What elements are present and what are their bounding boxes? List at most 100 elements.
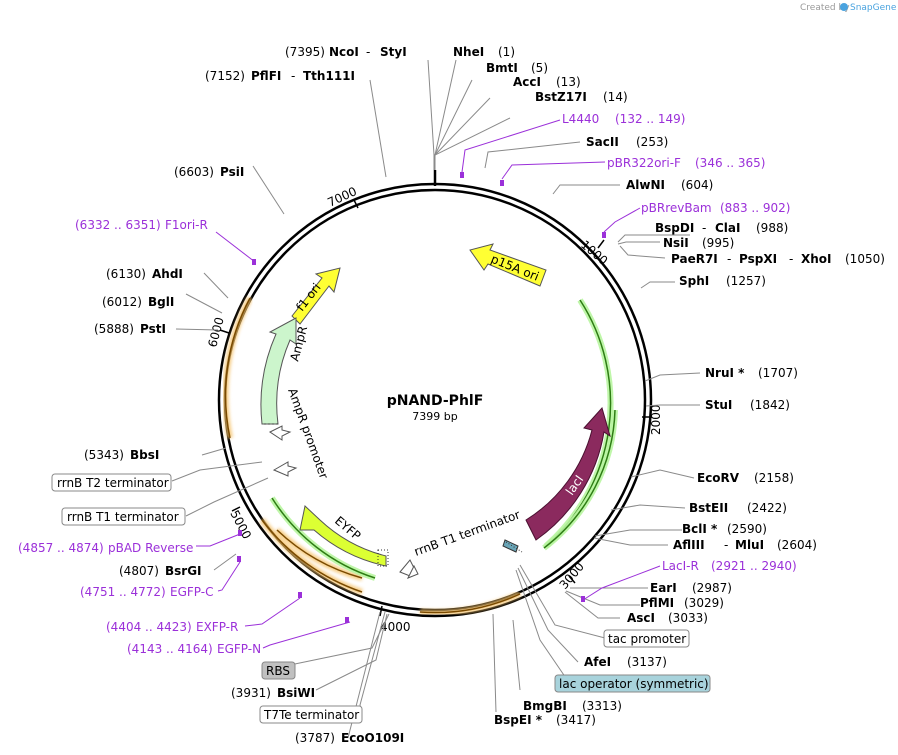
plasmid-size: 7399 bp	[412, 410, 457, 423]
enzyme-eari[interactable]: EarI	[650, 581, 677, 595]
primer-range: (4751 .. 4772)	[80, 585, 166, 599]
orange-feature-arcs	[222, 296, 522, 616]
plasmid-name: pNAND-PhlF	[387, 393, 484, 409]
enzyme-styi[interactable]: StyI	[380, 45, 407, 59]
enzyme-pos: (604)	[681, 178, 713, 192]
enzyme-ncoi[interactable]: NcoI	[329, 45, 359, 59]
enzyme-ahdi[interactable]: AhdI	[152, 267, 183, 281]
enzyme-psti[interactable]: PstI	[140, 322, 166, 336]
enzyme-pflfi[interactable]: PflFI	[251, 69, 281, 83]
enzyme-pos: (2158)	[754, 471, 794, 485]
ampr-arrow[interactable]	[260, 317, 297, 425]
tac-promoter-box[interactable]	[603, 629, 690, 648]
enzyme-pos: (4807)	[119, 564, 159, 578]
enzyme-mlui[interactable]: MluI	[735, 538, 764, 552]
enzyme-pos: (7395)	[285, 45, 325, 59]
enzyme-tth111i[interactable]: Tth111I	[303, 69, 355, 83]
scale-ticks	[219, 199, 652, 617]
enzyme-sep: -	[366, 45, 370, 59]
enzyme-sep: -	[702, 221, 706, 235]
enzyme-pflmi[interactable]: PflMI	[640, 596, 674, 610]
lac-operator-box[interactable]	[554, 674, 711, 693]
enzyme-nrui[interactable]: NruI *	[705, 366, 745, 380]
rbs-box[interactable]	[261, 661, 296, 680]
primer-range: (2921 .. 2940)	[711, 559, 797, 573]
lac-operator-mark[interactable]	[502, 539, 519, 553]
p15a-ori-arrow[interactable]	[469, 243, 547, 287]
enzyme-nhei[interactable]: NheI	[453, 45, 484, 59]
enzyme-pos: (5)	[531, 61, 548, 75]
enzyme-pos: (253)	[636, 135, 668, 149]
primer-l4440[interactable]: L4440	[562, 112, 599, 126]
enzyme-acci[interactable]: AccI	[513, 75, 541, 89]
enzyme-bgli[interactable]: BglI	[148, 295, 174, 309]
enzyme-afei[interactable]: AfeI	[584, 655, 611, 669]
enzyme-pos: (3029)	[684, 596, 724, 610]
enzyme-bsrgi[interactable]: BsrGI	[165, 564, 202, 578]
enzyme-pos: (1)	[498, 45, 515, 59]
primer-laci-r[interactable]: LacI-R	[662, 559, 699, 573]
enzyme-pos: (3931)	[231, 686, 271, 700]
enzyme-pos: (1842)	[750, 398, 790, 412]
enzyme-asci[interactable]: AscI	[627, 611, 655, 625]
enzyme-alwni[interactable]: AlwNI	[626, 178, 665, 192]
primer-egfp-n[interactable]: EGFP-N	[217, 642, 261, 656]
enzyme-sacii[interactable]: SacII	[586, 135, 619, 149]
enzyme-nsii[interactable]: NsiI	[663, 236, 689, 250]
f1-ori-arrow[interactable]	[291, 267, 341, 325]
enzyme-bsiwi[interactable]: BsiWI	[277, 686, 315, 700]
enzyme-psii[interactable]: PsiI	[220, 165, 244, 179]
enzyme-bmgbi[interactable]: BmgBI	[523, 699, 567, 713]
enzyme-bspei[interactable]: BspEI *	[494, 713, 543, 727]
credit-text: Created by	[800, 3, 850, 13]
enzyme-pos: (3787)	[295, 731, 335, 745]
primer-exfp-r[interactable]: EXFP-R	[196, 620, 238, 634]
ampr-promoter-arrow[interactable]	[269, 425, 292, 441]
enzyme-pspxi[interactable]: PspXI	[739, 252, 777, 266]
leader-lines	[171, 59, 701, 739]
enzyme-xhoi[interactable]: XhoI	[801, 252, 832, 266]
enzyme-ecorv[interactable]: EcoRV	[697, 471, 740, 485]
enzyme-ecoo109i[interactable]: EcoO109I	[341, 731, 404, 745]
enzyme-bbsi[interactable]: BbsI	[130, 448, 159, 462]
rrnb-t2-label: rrnB T2 terminator	[57, 476, 169, 490]
laci-arrow[interactable]	[525, 406, 611, 541]
enzyme-bsteii[interactable]: BstEII	[689, 501, 728, 515]
enzyme-bstz17i[interactable]: BstZ17I	[535, 90, 587, 104]
enzyme-stui[interactable]: StuI	[705, 398, 732, 412]
primer-range: (4404 .. 4423)	[106, 620, 192, 634]
lac-operator-label: lac operator (symmetric)	[559, 677, 709, 691]
t7te-box[interactable]	[259, 705, 363, 724]
enzyme-pos: (3313)	[582, 699, 622, 713]
rrnb-t1-label: rrnB T1 terminator	[67, 510, 179, 524]
primer-range: (4857 .. 4874)	[18, 541, 104, 555]
enzyme-bcli[interactable]: BclI *	[682, 522, 718, 536]
enzyme-pos: (5888)	[94, 322, 134, 336]
rrnb-t2-arrow[interactable]	[272, 461, 298, 477]
enzyme-sep: -	[727, 252, 731, 266]
enzyme-paer7i[interactable]: PaeR7I	[671, 252, 718, 266]
t7te-arrow[interactable]	[406, 564, 419, 579]
enzyme-pos: (2987)	[692, 581, 732, 595]
rrnb-t2-box[interactable]	[51, 473, 172, 492]
rrnb-t1-box[interactable]	[61, 507, 186, 526]
snapgene-logo-icon	[840, 3, 848, 11]
enzyme-sep: -	[724, 538, 728, 552]
enzyme-bmti[interactable]: BmtI	[486, 61, 518, 75]
rrnb-t1-inner-label: rrnB T1 terminator	[412, 507, 522, 558]
enzyme-afliii[interactable]: AflIII	[673, 538, 705, 552]
primer-f1ori-r[interactable]: F1ori-R	[165, 218, 208, 232]
rbs-label: RBS	[266, 664, 290, 678]
enzyme-clai[interactable]: ClaI	[715, 221, 740, 235]
green-feature-arcs	[269, 298, 618, 581]
enzyme-sep: -	[291, 69, 295, 83]
primer-pbr322ori-f[interactable]: pBR322ori-F	[607, 156, 681, 170]
tick-label-6000: 6000	[205, 316, 226, 349]
primer-pbrrevbam[interactable]: pBRrevBam	[641, 201, 712, 215]
primer-range: (132 .. 149)	[615, 112, 685, 126]
p15a-ori-label: p15A ori	[489, 252, 541, 284]
primer-egfp-c[interactable]: EGFP-C	[170, 585, 213, 599]
enzyme-sphi[interactable]: SphI	[679, 274, 709, 288]
enzyme-bspdi[interactable]: BspDI	[655, 221, 694, 235]
primer-pbad-reverse[interactable]: pBAD Reverse	[108, 541, 193, 555]
